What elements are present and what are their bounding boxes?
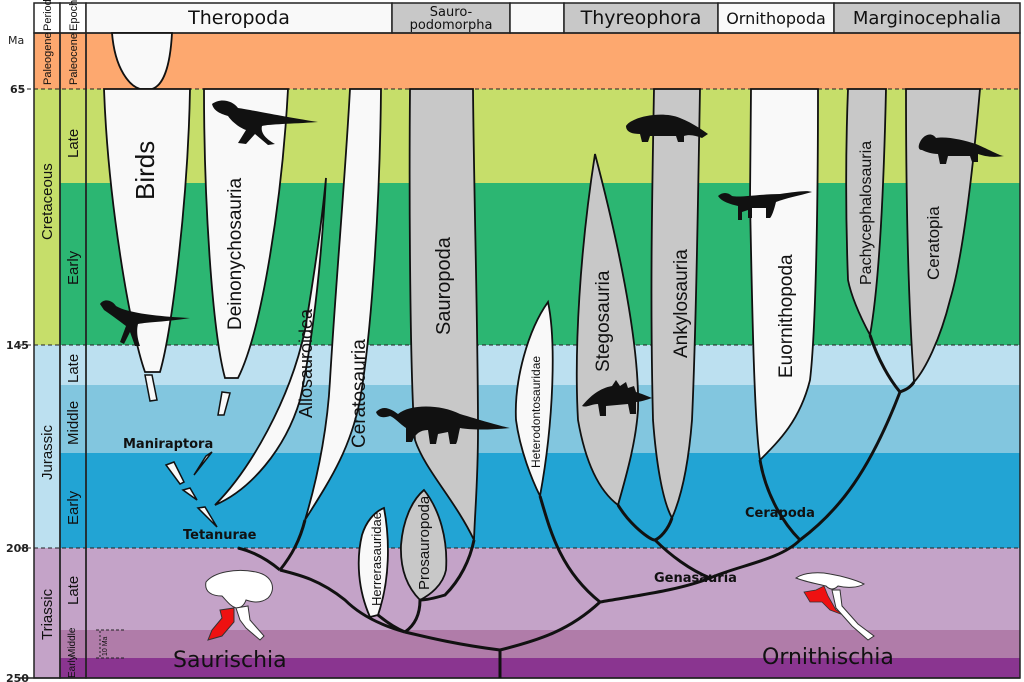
ornithopod-silhouette-icon <box>718 191 812 220</box>
clade-spindles <box>103 32 981 619</box>
band-early-triassic <box>86 658 1020 678</box>
group-label-sauropodomorpha-2: podomorpha <box>410 18 493 33</box>
bird-dino-silhouette-icon <box>100 300 190 346</box>
epoch-early-triassic: Early <box>67 655 78 678</box>
ceratosauria-spindle <box>304 88 382 521</box>
epoch-column <box>60 33 86 678</box>
epoch-early-jurassic: Early <box>65 490 82 525</box>
period-header: Period <box>42 0 54 31</box>
period-cretaceous: Cretaceous <box>39 163 56 240</box>
band-middle-jurassic <box>86 385 1020 453</box>
label-euornithopoda: Euornithopoda <box>776 254 797 378</box>
tick-65: 65 <box>10 83 25 96</box>
epoch-late-cretaceous: Late <box>65 129 82 158</box>
branch-lines <box>237 334 916 678</box>
pachycephalosauria-spindle <box>845 88 887 338</box>
deinonychosauria-spindle <box>203 88 289 379</box>
group-label-sauropodomorpha-1: Sauro- <box>430 5 473 20</box>
period-jurassic: Jurassic <box>39 424 56 480</box>
stegosaur-silhouette-icon <box>582 380 652 416</box>
sauropod-silhouette-icon <box>376 406 510 444</box>
label-birds: Birds <box>130 141 160 200</box>
epoch-middle-jurassic: Middle <box>65 401 82 445</box>
header-ornithopoda <box>717 2 835 34</box>
label-deinonychosauria: Deinonychosauria <box>225 177 246 330</box>
label-ankylosauria: Ankylosauria <box>671 249 692 358</box>
scale-bar: 10 Ma <box>96 629 126 659</box>
maniraptora-fragments <box>144 374 231 528</box>
epoch-late-jurassic: Late <box>65 354 82 383</box>
svg-text:10 Ma: 10 Ma <box>102 636 109 656</box>
label-heterodontosauridae: Heterodontosauridae <box>529 356 543 468</box>
ceratopia-spindle <box>905 88 981 385</box>
epoch-header: Epoch <box>68 0 80 31</box>
group-label-theropoda: Theropoda <box>187 7 290 29</box>
ankylosauria-spindle <box>650 88 701 521</box>
label-prosauropoda: Prosauropoda <box>416 495 433 590</box>
node-tetanurae: Tetanurae <box>183 528 257 543</box>
label-stegosauria: Stegosauria <box>593 270 614 372</box>
node-genasauria: Genasauria <box>654 571 737 586</box>
group-label-marginocephalia: Marginocephalia <box>853 8 1001 29</box>
node-maniraptora: Maniraptora <box>123 437 213 452</box>
order-ornithischia: Ornithischia <box>762 645 894 670</box>
birds-spindle <box>103 88 191 373</box>
group-label-thyreophora: Thyreophora <box>580 7 702 29</box>
label-ceratopia: Ceratopia <box>924 206 943 280</box>
label-pachycephalosauria: Pachycephalosauria <box>858 141 875 285</box>
tick-208: 208 <box>6 542 29 555</box>
euornithopoda-spindle <box>749 88 819 462</box>
band-paleocene <box>86 33 1020 89</box>
group-label-ornithopoda: Ornithopoda <box>726 9 826 28</box>
herrerasauridae-spindle <box>357 506 389 619</box>
label-ceratosauria: Ceratosauria <box>349 339 370 448</box>
heterodontosauridae-spindle <box>514 299 554 499</box>
theropod-silhouette-icon <box>212 100 318 145</box>
label-sauropoda: Sauropoda <box>433 236 455 335</box>
order-saurischia: Saurischia <box>173 648 287 673</box>
period-triassic: Triassic <box>39 588 56 640</box>
label-herrerasauridae: Herrerasauridae <box>369 512 384 606</box>
epoch-early-cretaceous: Early <box>65 250 82 285</box>
epoch-middle-triassic: Middle <box>67 627 78 657</box>
label-allosauroidea: Allosauroidea <box>296 308 316 418</box>
epoch-paleocene: Paleocene <box>68 33 80 85</box>
ornithischian-pelvis-icon <box>794 572 875 641</box>
node-cerapoda: Cerapoda <box>745 506 815 521</box>
saurischian-pelvis-icon <box>205 569 273 641</box>
ma-label: Ma <box>8 34 24 47</box>
epoch-late-triassic: Late <box>65 576 82 605</box>
header-sauropodomorpha <box>391 2 511 34</box>
period-paleogene: Paleogene <box>42 32 54 85</box>
header-theropoda <box>85 2 393 34</box>
silhouettes <box>100 100 1004 444</box>
period-column <box>34 33 60 678</box>
header-blank <box>509 2 565 34</box>
allosauroidea-spindle <box>214 177 327 506</box>
ceratopsian-silhouette-icon <box>918 134 1004 164</box>
ankylosaur-silhouette-icon <box>626 114 708 142</box>
tick-250: 250 <box>6 672 29 682</box>
tick-145: 145 <box>6 339 29 352</box>
